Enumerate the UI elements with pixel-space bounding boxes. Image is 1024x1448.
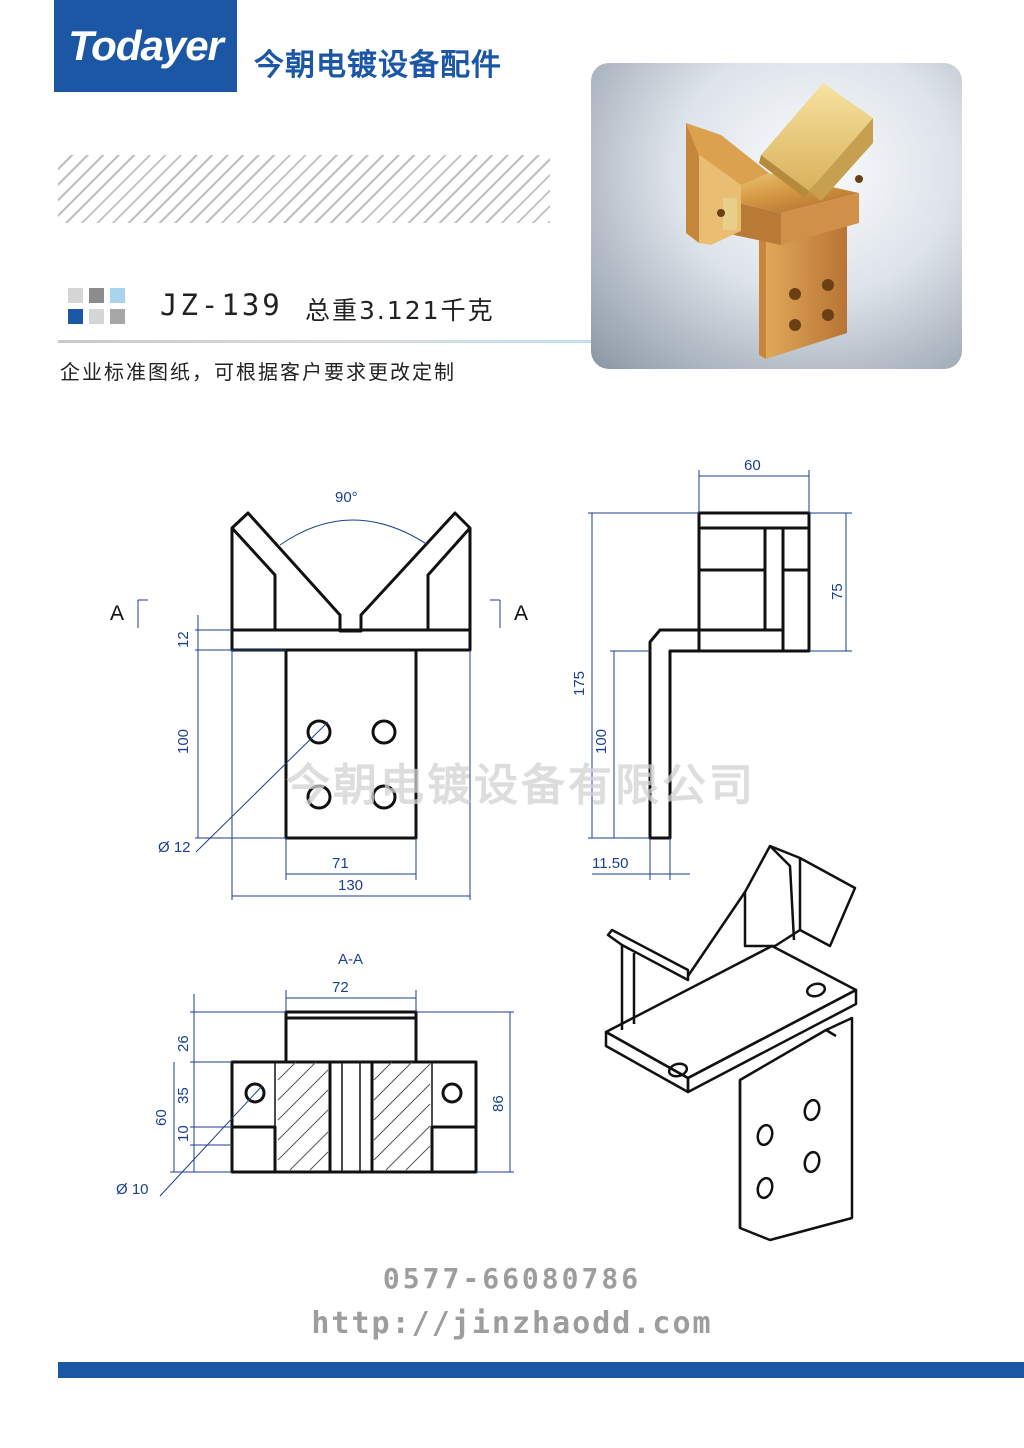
dim-section-86: 86 — [490, 1095, 507, 1112]
front-view-plate — [284, 648, 418, 840]
brand-name: Todayer — [68, 22, 224, 69]
dim-section-10: 10 — [175, 1125, 192, 1142]
dim-front-130: 130 — [338, 877, 363, 894]
front-hole — [371, 719, 397, 745]
dim-section-72: 72 — [332, 979, 349, 996]
contact-phone: 0577-66080786 — [382, 1262, 642, 1295]
section-hole — [244, 1082, 266, 1104]
section-mark-right: A — [514, 602, 528, 625]
footer-bar — [58, 1362, 1024, 1378]
dim-front-100: 100 — [175, 729, 192, 754]
contact-website: http://jinzhaodd.com — [311, 1306, 713, 1341]
swatch — [68, 288, 83, 303]
front-hole — [371, 784, 397, 810]
section-hatching — [277, 1061, 431, 1171]
side-view-block — [697, 511, 811, 653]
dim-side-11-50: 11.50 — [592, 855, 628, 872]
dim-side-75: 75 — [829, 583, 846, 600]
section-mark-left: A — [110, 602, 124, 625]
header-divider — [58, 340, 598, 343]
product-photo — [591, 63, 962, 369]
drawing-note: 企业标准图纸，可根据客户要求更改定制 — [60, 360, 456, 384]
dim-section-26: 26 — [175, 1035, 192, 1052]
dim-front-71: 71 — [332, 855, 349, 872]
section-title: A-A — [338, 951, 363, 968]
company-title: 今朝电镀设备配件 — [254, 48, 502, 83]
dim-angle: 90° — [335, 489, 358, 506]
swatch — [89, 288, 104, 303]
swatch — [110, 288, 125, 303]
swatch — [110, 309, 125, 324]
isometric-view — [604, 844, 858, 1242]
dim-section-hole: Ø 10 — [116, 1181, 149, 1198]
dim-section-35: 35 — [175, 1087, 192, 1104]
dim-side-175: 175 — [571, 671, 588, 696]
dim-section-60: 60 — [153, 1109, 170, 1126]
color-swatch-grid — [68, 288, 128, 328]
front-hole — [306, 719, 332, 745]
swatch — [89, 309, 104, 324]
brand-logo: Todayer — [54, 0, 237, 92]
product-render-illustration — [686, 83, 873, 359]
decorative-hatch-band — [58, 155, 550, 223]
dim-front-hole: Ø 12 — [158, 839, 191, 856]
dim-side-100: 100 — [593, 729, 610, 754]
section-body — [230, 1060, 478, 1174]
swatch — [68, 309, 83, 324]
product-model: JZ-139 — [160, 288, 283, 322]
dim-side-60: 60 — [744, 457, 761, 474]
watermark: 今朝电镀设备有限公司 — [286, 760, 756, 811]
dim-front-12: 12 — [175, 631, 192, 648]
product-weight: 总重3.121千克 — [305, 296, 495, 325]
section-hole — [441, 1082, 463, 1104]
front-hole — [306, 784, 332, 810]
dimension-lines — [137, 470, 852, 1197]
